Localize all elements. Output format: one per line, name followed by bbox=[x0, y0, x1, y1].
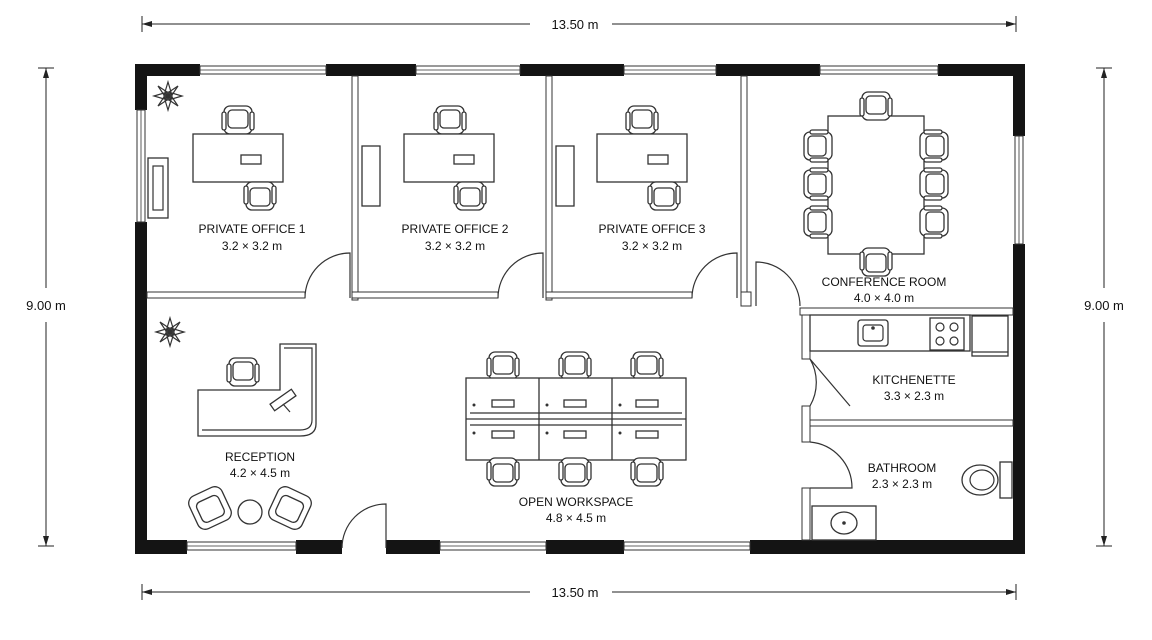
side-cabinet bbox=[361, 145, 381, 207]
dimension-right-label: 9.00 m bbox=[1084, 298, 1124, 313]
interior-partitions bbox=[146, 75, 1014, 541]
armchair-icon bbox=[185, 483, 235, 533]
stove-icon bbox=[929, 317, 965, 351]
exterior-walls bbox=[135, 64, 1025, 554]
chair-icon bbox=[625, 105, 659, 135]
private-office-3: PRIVATE OFFICE 3 3.2 × 3.2 m bbox=[555, 105, 706, 253]
doors bbox=[304, 252, 853, 549]
room-name-open-workspace: OPEN WORKSPACE bbox=[519, 495, 633, 509]
armchair-icon bbox=[265, 483, 315, 533]
chair-icon bbox=[558, 351, 592, 381]
room-name-private-office-1: PRIVATE OFFICE 1 bbox=[199, 222, 306, 236]
chair-icon bbox=[803, 205, 833, 239]
room-size-open-workspace: 4.8 × 4.5 m bbox=[546, 511, 606, 525]
toilet-icon bbox=[961, 464, 999, 496]
plant-icon bbox=[153, 81, 183, 111]
room-name-private-office-3: PRIVATE OFFICE 3 bbox=[599, 222, 706, 236]
chair-icon bbox=[919, 167, 949, 201]
room-size-conference-room: 4.0 × 4.0 m bbox=[854, 291, 914, 305]
open-workspace: OPEN WORKSPACE 4.8 × 4.5 m bbox=[465, 351, 687, 525]
desk bbox=[403, 133, 495, 183]
conference-table bbox=[827, 115, 925, 255]
room-size-reception: 4.2 × 4.5 m bbox=[230, 466, 290, 480]
chair-icon bbox=[226, 357, 260, 387]
room-name-reception: RECEPTION bbox=[225, 450, 295, 464]
toilet-tank bbox=[999, 461, 1013, 499]
room-size-kitchenette: 3.3 × 2.3 m bbox=[884, 389, 944, 403]
side-cabinet bbox=[555, 145, 575, 207]
dimension-left-label: 9.00 m bbox=[26, 298, 66, 313]
room-size-bathroom: 2.3 × 2.3 m bbox=[872, 477, 932, 491]
dimension-right: 9.00 m bbox=[1084, 67, 1124, 547]
room-name-private-office-2: PRIVATE OFFICE 2 bbox=[402, 222, 509, 236]
chair-icon bbox=[630, 351, 664, 381]
dimension-bottom-label: 13.50 m bbox=[552, 585, 599, 600]
chair-icon bbox=[243, 181, 277, 211]
chair-icon bbox=[859, 247, 893, 277]
plant-icon bbox=[155, 317, 185, 347]
bathroom: BATHROOM 2.3 × 2.3 m bbox=[811, 461, 1013, 541]
chair-icon bbox=[221, 105, 255, 135]
chair-icon bbox=[803, 167, 833, 201]
chair-icon bbox=[919, 129, 949, 163]
monitor-icon bbox=[269, 388, 297, 413]
reception-desk bbox=[197, 343, 317, 437]
dimension-top: 13.50 m bbox=[141, 16, 1017, 32]
chair-icon bbox=[647, 181, 681, 211]
chair-icon bbox=[919, 205, 949, 239]
conference-room: CONFERENCE ROOM 4.0 × 4.0 m bbox=[803, 91, 949, 305]
kitchenette: KITCHENETTE 3.3 × 2.3 m bbox=[809, 314, 1009, 403]
room-size-private-office-2: 3.2 × 3.2 m bbox=[425, 239, 485, 253]
chair-icon bbox=[486, 351, 520, 381]
private-office-1: PRIVATE OFFICE 1 3.2 × 3.2 m bbox=[147, 81, 306, 253]
chair-icon bbox=[433, 105, 467, 135]
room-name-kitchenette: KITCHENETTE bbox=[872, 373, 955, 387]
dimension-bottom: 13.50 m bbox=[141, 584, 1017, 600]
dimension-left: 9.00 m bbox=[26, 67, 66, 547]
chair-icon bbox=[486, 457, 520, 487]
workstation-cluster bbox=[465, 377, 687, 461]
chair-icon bbox=[803, 129, 833, 163]
chair-icon bbox=[859, 91, 893, 121]
side-cabinet bbox=[147, 157, 169, 219]
room-name-conference-room: CONFERENCE ROOM bbox=[822, 275, 947, 289]
desk bbox=[192, 133, 284, 183]
chair-icon bbox=[453, 181, 487, 211]
room-name-bathroom: BATHROOM bbox=[868, 461, 936, 475]
room-size-private-office-3: 3.2 × 3.2 m bbox=[622, 239, 682, 253]
chair-icon bbox=[558, 457, 592, 487]
chair-icon bbox=[630, 457, 664, 487]
windows bbox=[136, 65, 1024, 551]
private-office-2: PRIVATE OFFICE 2 3.2 × 3.2 m bbox=[361, 105, 509, 253]
reception: RECEPTION 4.2 × 4.5 m bbox=[155, 317, 317, 533]
fridge-icon bbox=[971, 315, 1009, 357]
desk bbox=[596, 133, 688, 183]
side-table bbox=[237, 499, 263, 525]
dimension-top-label: 13.50 m bbox=[552, 17, 599, 32]
room-size-private-office-1: 3.2 × 3.2 m bbox=[222, 239, 282, 253]
sink-icon bbox=[857, 319, 889, 347]
